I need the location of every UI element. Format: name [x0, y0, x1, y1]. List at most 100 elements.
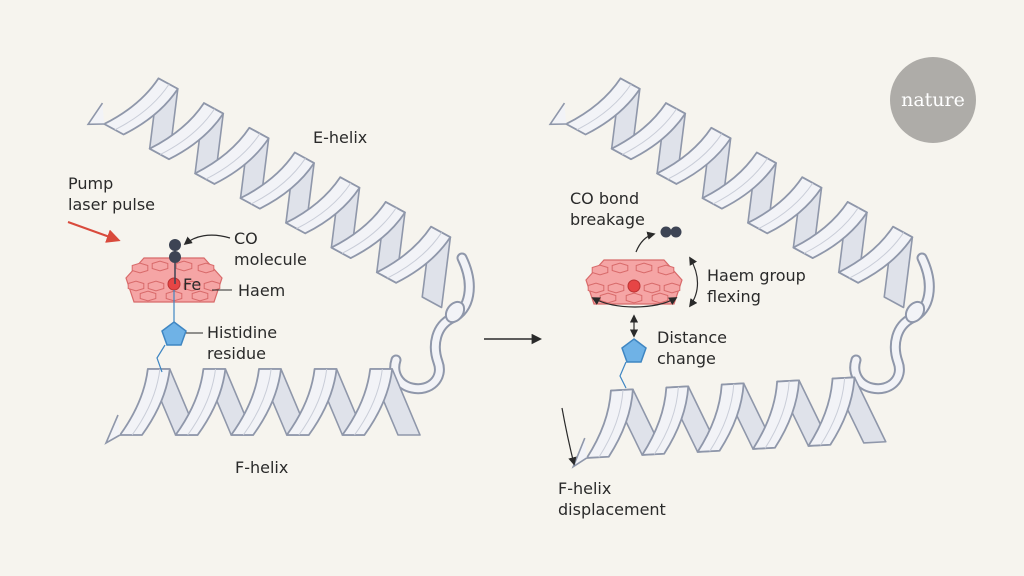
helix-front-strand: [701, 151, 777, 210]
haem-label: Haem: [238, 281, 286, 300]
nature-logo: nature: [890, 57, 976, 143]
haem-ring-cell: [643, 282, 661, 294]
helix-front-strand: [752, 379, 800, 450]
helix-shading: [764, 380, 790, 449]
helix-shading: [250, 158, 306, 205]
helix-front-strand: [585, 388, 634, 459]
helix-front-strand: [610, 102, 687, 161]
helix-front-strand: [239, 151, 315, 210]
co-free-atom-2: [670, 226, 682, 238]
co-label-arrow: [183, 234, 231, 246]
fe-label: Fe: [183, 275, 202, 294]
helix-front-strand: [230, 368, 282, 436]
haem-ring-cell: [183, 280, 201, 292]
helix-shading: [653, 386, 679, 455]
co-atom-carbon: [169, 251, 181, 263]
helix-shading: [354, 368, 383, 436]
e-helix-right: [548, 77, 914, 309]
haem-group-flexing-label: Haem group flexing: [707, 266, 806, 306]
helix-shading: [758, 182, 814, 230]
f-helix-right: [571, 376, 887, 469]
helix-front-strand: [565, 77, 641, 136]
f-helix-label: F-helix: [235, 458, 289, 477]
helix-shading: [820, 377, 846, 446]
histidine-label: Histidine residue: [207, 323, 278, 363]
haem-ring-cell: [139, 290, 157, 302]
haem-ring-cell: [147, 280, 165, 292]
haem-ring-cell: [191, 290, 209, 302]
haem-ring-cell: [591, 264, 609, 276]
loop-twist-right: [904, 300, 926, 324]
iron-atom: [167, 277, 181, 291]
helix-front-strand: [656, 126, 732, 185]
haem-ring-cell: [625, 292, 643, 304]
iron-atom-right: [627, 279, 641, 293]
distance-change-label: Distance change: [657, 328, 727, 368]
haem-ring-cell: [131, 262, 149, 274]
haem-ring-cell: [127, 280, 145, 292]
co-free-atom-1: [660, 226, 672, 238]
e-helix-left: [86, 77, 452, 309]
pump-laser-label: Pump laser pulse: [68, 174, 156, 214]
helix-shading: [205, 133, 261, 180]
haem-ring-cell: [203, 280, 221, 292]
helix-front-strand: [792, 201, 868, 259]
helix-front-strand: [641, 385, 690, 456]
helix-front-strand: [119, 368, 171, 436]
helix-shading: [387, 232, 443, 279]
helix-shading: [667, 133, 723, 180]
helix-front-strand: [696, 382, 745, 453]
helix-shading: [598, 389, 624, 458]
pump-laser-arrow: [67, 221, 121, 243]
helix-start-cap: [548, 102, 567, 126]
f-helix-displacement-label: F-helix displacement: [558, 479, 666, 519]
helix-shading: [712, 158, 768, 205]
helix-start-cap: [86, 102, 105, 126]
haem-ring-cell: [197, 262, 215, 274]
left-panel: [67, 77, 475, 445]
histidine-linker: [156, 344, 166, 373]
helix-shading: [296, 182, 352, 230]
histidine-pentagon-right: [621, 338, 647, 363]
haem-ring-cell: [635, 262, 653, 274]
f-helix-left: [104, 368, 421, 445]
helix-front-strand: [375, 225, 452, 284]
right-panel: [548, 77, 935, 469]
co-release-arrow: [635, 231, 656, 253]
helix-shading: [131, 368, 161, 436]
haem-ring-cell: [663, 282, 681, 294]
helix-front-strand: [148, 102, 225, 161]
nature-logo-text: nature: [901, 89, 965, 111]
helix-shading: [242, 368, 272, 436]
helix-start-cap: [104, 414, 121, 445]
helix-shading: [709, 383, 735, 452]
haem-ring-cell: [657, 264, 675, 276]
helix-shading: [298, 368, 328, 436]
helix-shading: [576, 83, 632, 131]
helix-front-strand: [330, 201, 406, 259]
helix-front-strand: [285, 176, 361, 235]
loop-twist-left: [444, 300, 466, 324]
helix-front-strand: [341, 368, 394, 436]
helix-shading: [187, 368, 216, 436]
helix-front-strand: [103, 77, 179, 136]
helix-front-strand: [285, 368, 338, 436]
helix-start-cap: [571, 437, 588, 469]
helix-front-strand: [837, 225, 914, 284]
helix-shading: [803, 207, 859, 254]
flexing-arrow-bottom: [591, 297, 678, 308]
flexing-arrow-right: [689, 256, 699, 308]
haem-ring-cell: [651, 292, 669, 304]
co-atom-oxygen: [169, 239, 181, 251]
haem-ring-cell: [151, 260, 169, 272]
co-bond-breakage-label: CO bond breakage: [570, 189, 645, 229]
histidine-linker-right: [619, 361, 627, 389]
helix-front-strand: [194, 126, 270, 185]
haem-ring-cell: [611, 262, 629, 274]
helix-front-strand: [807, 376, 856, 447]
haem-ring-cell: [587, 282, 605, 294]
e-helix-label: E-helix: [313, 128, 368, 147]
helix-shading: [622, 108, 677, 155]
